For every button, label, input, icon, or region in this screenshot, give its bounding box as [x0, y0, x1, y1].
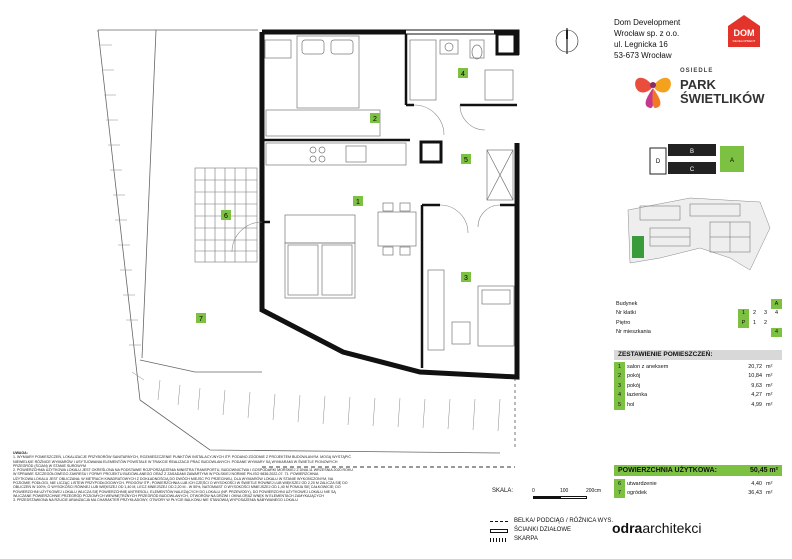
room-label-2: 2	[373, 116, 377, 123]
svg-text:DOM: DOM	[734, 28, 755, 38]
detail-building: Budynek A	[614, 299, 782, 309]
company-line2: Wrocław sp. z o.o.	[614, 29, 680, 38]
svg-text:B: B	[690, 149, 694, 155]
total-area: POWIERZCHNIA UŻYTKOWA: 50,45 m²	[614, 465, 782, 476]
company-info: Dom Development Wrocław sp. z o.o. ul. L…	[614, 17, 680, 61]
svg-text:A: A	[730, 158, 734, 164]
room-label-3: 3	[464, 275, 468, 282]
osiedle-small: OSIEDLE	[680, 68, 714, 74]
total-area-value: 50,45 m²	[749, 467, 778, 474]
svg-text:D: D	[656, 159, 661, 165]
room-label-1: 1	[356, 199, 360, 206]
floor-plan: 2 1 4 5 3 6 7	[97, 29, 520, 468]
dom-development-logo: DOM DEVELOPMENT	[728, 15, 760, 47]
scale-bar: SKALA: 0 100 200cm	[492, 488, 602, 508]
total-area-label: POWIERZCHNIA UŻYTKOWA:	[618, 467, 717, 474]
company-line1: Dom Development	[614, 18, 681, 27]
firefly-icon	[635, 77, 671, 109]
company-line4: 53-673 Wrocław	[614, 51, 672, 60]
osiedle-line2: ŚWIETLIKÓW	[680, 91, 765, 106]
key-plan: D B C A	[649, 144, 744, 175]
room-label-6: 6	[224, 213, 228, 220]
detail-stairwell: Nr klatki 1 2 3 4	[616, 308, 779, 318]
company-line3: ul. Legnicka 16	[614, 40, 668, 49]
apartment-details: Budynek A Nr klatki 1 2 3 4 Piętro P 1 2…	[614, 299, 782, 337]
room-label-7: 7	[199, 316, 203, 323]
osiedle-logo: OSIEDLE PARK ŚWIETLIKÓW	[632, 62, 772, 114]
architect-logo: odraarchitekci	[612, 520, 702, 536]
svg-text:C: C	[690, 167, 695, 173]
detail-apartment: Nr mieszkania 4	[614, 327, 782, 337]
room-label-4: 4	[461, 71, 465, 78]
rooms-summary-title: ZESTAWIENIE POMIESZCZEŃ:	[614, 350, 782, 360]
detail-floor: Piętro P 1 2	[616, 318, 768, 328]
osiedle-line1: PARK	[680, 77, 716, 92]
room-markers	[196, 68, 471, 323]
north-arrow-icon	[555, 28, 579, 54]
legend: BELKA/ PODCIĄG / RÓŻNICA WYS. ŚCIANKI DZ…	[490, 517, 613, 544]
site-plan	[627, 197, 771, 271]
notes: UWAGA: 1. WYMIARY POMIESZCZEŃ, LOKALIZAC…	[13, 451, 353, 503]
svg-text:DEVELOPMENT: DEVELOPMENT	[733, 39, 756, 43]
room-label-5: 5	[464, 157, 468, 164]
